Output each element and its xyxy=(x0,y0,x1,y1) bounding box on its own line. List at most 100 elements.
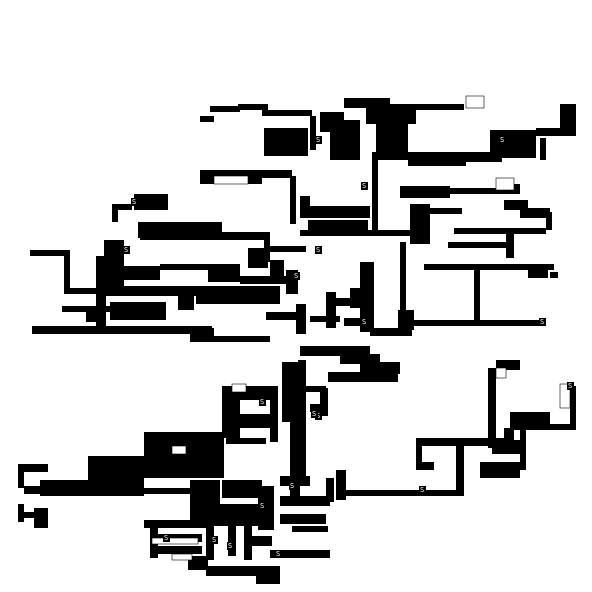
wall-segment xyxy=(178,292,194,310)
spawn-marker: S xyxy=(228,542,232,550)
wall-segment xyxy=(454,228,546,234)
wall-segment xyxy=(506,234,514,258)
spawn-marker: S xyxy=(420,486,424,494)
spawn-marker-bg xyxy=(131,198,138,206)
spawn-marker: S xyxy=(164,534,168,542)
hatch-tile xyxy=(495,177,515,191)
hatch-tile xyxy=(213,175,249,185)
wall-segment xyxy=(488,368,496,448)
wall-segment xyxy=(112,204,132,210)
wall-segment xyxy=(464,152,502,162)
spawn-marker-bg xyxy=(361,318,368,326)
spawn-marker: S xyxy=(316,412,320,420)
wall-segment xyxy=(88,456,144,496)
wall-segment xyxy=(300,230,410,236)
spawn-marker-bg xyxy=(259,502,266,510)
wall-segment xyxy=(200,116,214,122)
wall-segment xyxy=(190,328,214,342)
wall-segment xyxy=(504,200,528,210)
wall-segment xyxy=(310,316,340,322)
wall-segment xyxy=(330,298,350,306)
wall-segment xyxy=(560,104,576,134)
wall-segment xyxy=(296,304,306,334)
wall-segment xyxy=(256,570,280,584)
wall-segment xyxy=(266,312,306,320)
wall-segment xyxy=(326,292,336,328)
wall-segment xyxy=(414,104,464,110)
wall-segment xyxy=(300,196,310,216)
wall-segment xyxy=(490,130,536,158)
wall-segment xyxy=(282,362,298,422)
wall-segment xyxy=(380,132,386,152)
wall-segment xyxy=(264,232,270,262)
spawn-marker-bg xyxy=(539,318,546,326)
wall-segment xyxy=(320,388,328,416)
wall-segment xyxy=(336,470,346,500)
wall-segment xyxy=(504,428,514,444)
wall-segment xyxy=(18,464,24,488)
spawn-marker: S xyxy=(500,136,504,144)
wall-segment xyxy=(240,414,278,428)
wall-segment xyxy=(270,396,278,442)
wall-segment xyxy=(240,276,290,284)
wall-segment xyxy=(238,104,268,110)
wall-segment xyxy=(456,440,464,496)
wall-segment xyxy=(262,170,292,178)
wall-segment xyxy=(360,362,400,374)
wall-segment xyxy=(528,266,548,278)
wall-segment xyxy=(474,270,480,320)
wall-segment xyxy=(536,128,576,136)
wall-segment xyxy=(118,266,160,280)
wall-segment xyxy=(328,372,398,382)
spawn-marker: S xyxy=(290,482,294,490)
spawn-marker-bg xyxy=(259,398,266,406)
wall-segment xyxy=(290,476,300,506)
spawn-marker: S xyxy=(212,536,216,544)
wall-segment xyxy=(300,346,370,356)
hatch-tile xyxy=(465,95,485,109)
wall-segment xyxy=(480,462,520,478)
wall-segment xyxy=(370,328,412,336)
wall-segment xyxy=(492,440,522,454)
wall-segment xyxy=(222,480,262,498)
wall-segment xyxy=(160,264,210,270)
wall-segment xyxy=(340,490,460,496)
wall-segment xyxy=(326,478,334,502)
wall-segment xyxy=(420,462,434,470)
wall-segment xyxy=(138,222,222,238)
spawn-marker-bg xyxy=(211,536,218,544)
wall-segment xyxy=(520,424,576,430)
spawn-marker-bg xyxy=(275,550,282,558)
wall-segment xyxy=(196,290,280,304)
wall-segment xyxy=(270,550,330,558)
wall-segment xyxy=(280,514,326,524)
spawn-marker-bg xyxy=(567,382,574,390)
wall-segment xyxy=(264,128,308,156)
wall-segment xyxy=(280,476,310,486)
wall-segment xyxy=(330,120,360,160)
wall-segment xyxy=(424,264,554,270)
wall-segment xyxy=(546,212,552,230)
wall-segment xyxy=(18,464,48,472)
wall-segment xyxy=(360,262,374,332)
wall-segment xyxy=(344,98,390,108)
wall-segment xyxy=(410,320,540,326)
hatch-tile xyxy=(559,383,571,409)
wall-segment xyxy=(496,360,520,370)
wall-segment xyxy=(400,242,406,322)
spawn-marker-bg xyxy=(227,542,234,550)
wall-segment xyxy=(134,194,168,210)
spawn-marker-bg xyxy=(163,534,170,542)
wall-segment xyxy=(292,526,328,532)
wall-segment xyxy=(62,306,112,312)
wall-segment xyxy=(408,152,466,166)
wall-segment xyxy=(270,246,306,252)
spawn-marker-bg xyxy=(315,412,322,420)
spawn-marker: S xyxy=(540,318,544,326)
wall-segment xyxy=(30,250,70,256)
hatch-tile xyxy=(151,537,199,545)
hatch-tile xyxy=(171,445,187,455)
wall-segment xyxy=(344,318,374,326)
hatch-tile xyxy=(495,367,507,379)
